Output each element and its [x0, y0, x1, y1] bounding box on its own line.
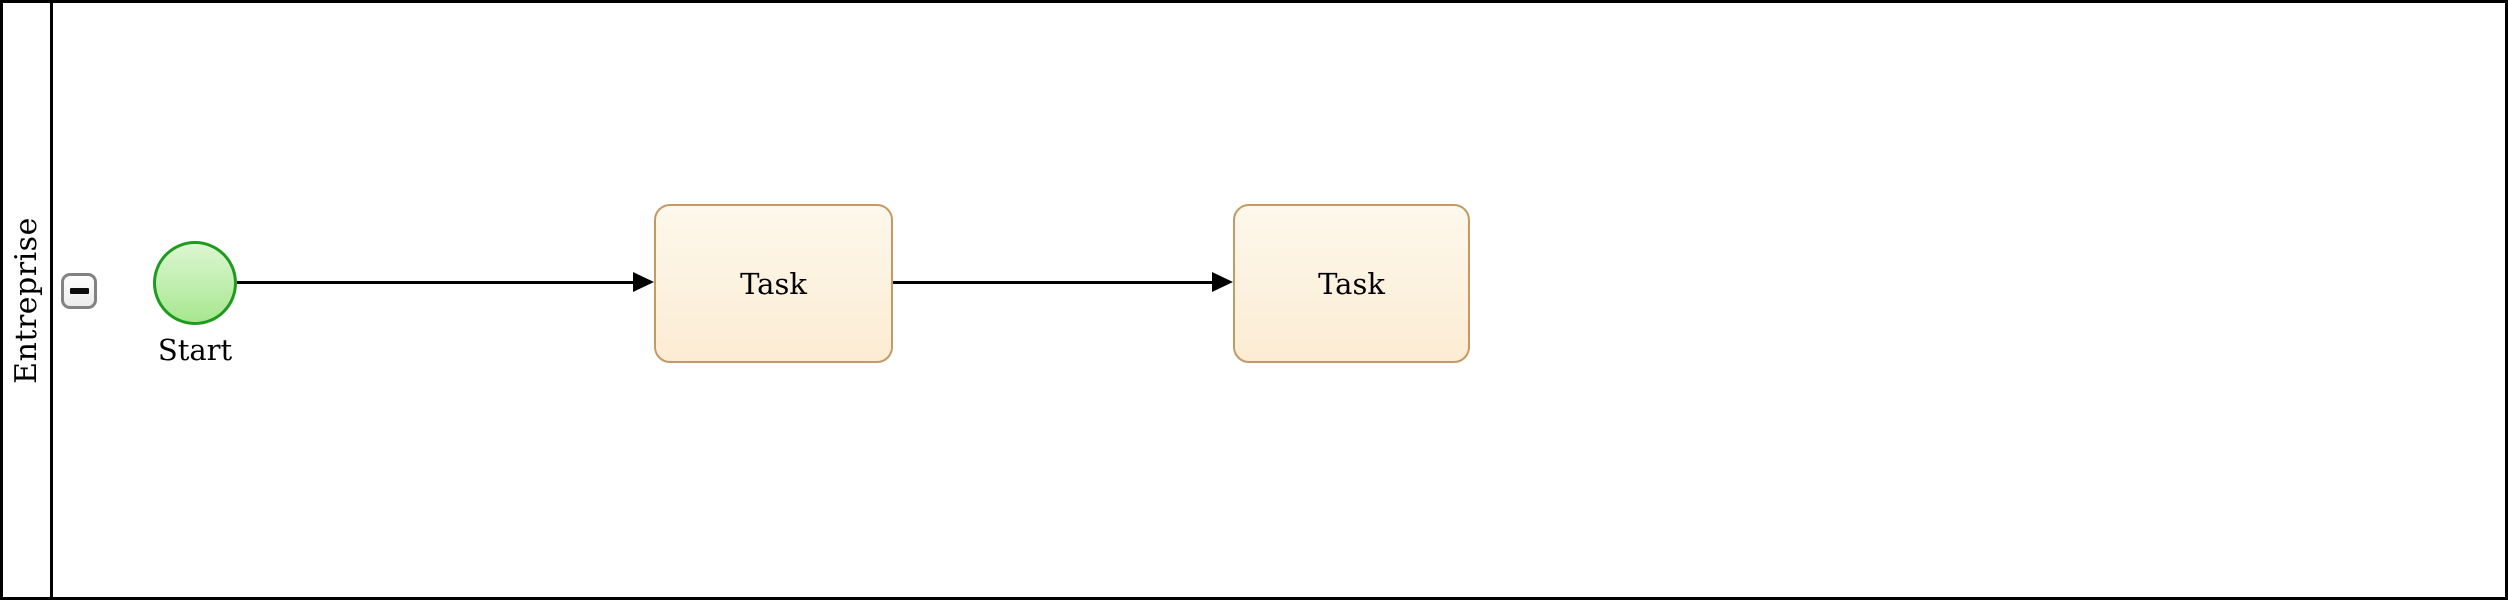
arrowhead-icon	[633, 272, 654, 292]
collapse-pool-button[interactable]	[61, 273, 97, 309]
start-event-label: Start	[157, 333, 233, 367]
pool-label-band[interactable]: Entreprise	[3, 3, 53, 597]
task-node-1[interactable]: Task	[654, 204, 893, 363]
minus-icon	[69, 288, 89, 294]
sequence-flow-2[interactable]	[893, 281, 1213, 284]
arrowhead-icon	[1212, 272, 1233, 292]
sequence-flow-1[interactable]	[237, 281, 634, 284]
task-1-label: Task	[740, 266, 807, 301]
task-node-2[interactable]: Task	[1233, 204, 1470, 363]
task-2-label: Task	[1318, 266, 1385, 301]
pool-label: Entreprise	[9, 216, 45, 384]
start-event-node[interactable]	[153, 241, 237, 325]
